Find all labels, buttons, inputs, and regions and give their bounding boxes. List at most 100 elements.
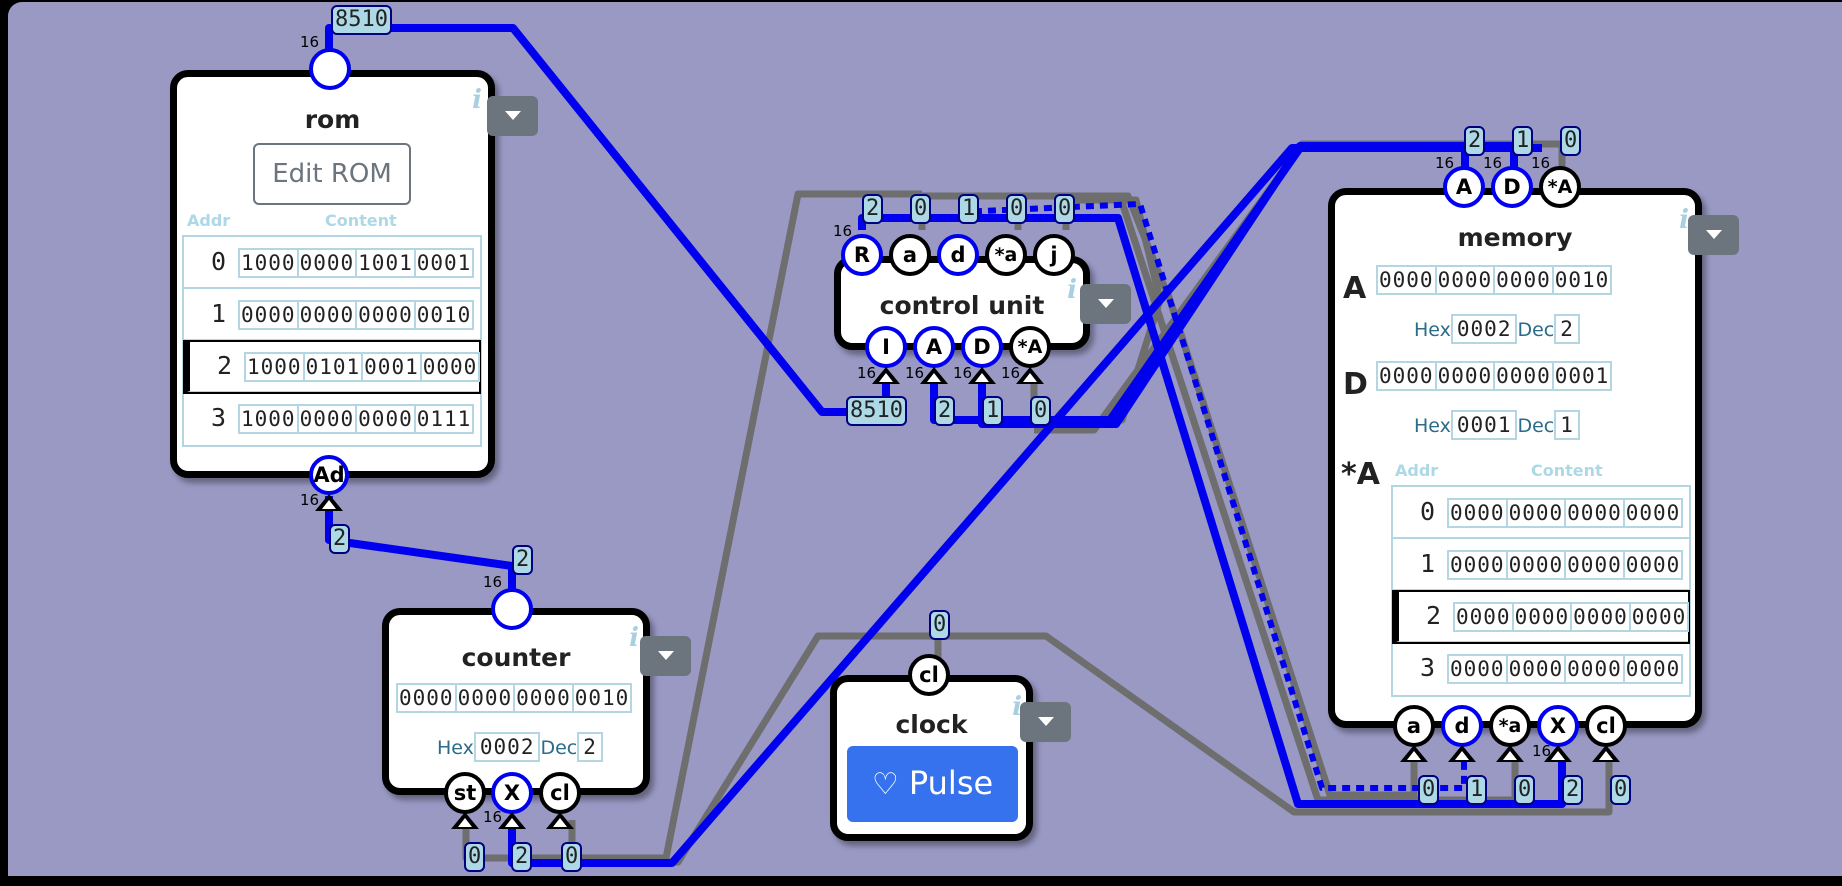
mem-a-arrow (1400, 745, 1428, 762)
dec-label: Dec (540, 737, 578, 759)
wire-label-cu-I: 8510 (846, 396, 907, 426)
wire-label-rom-addr: 2 (329, 524, 351, 554)
mem-out-star-A[interactable]: *A (1539, 166, 1581, 208)
cu-in-D[interactable]: D (961, 326, 1003, 368)
ram-col-addr: Addr (1395, 461, 1439, 480)
info-icon[interactable]: i (1012, 692, 1022, 722)
mem-in-cl[interactable]: cl (1585, 705, 1627, 747)
wire-label-mem-A: 2 (1464, 126, 1486, 156)
cu-in-I[interactable]: I (865, 326, 907, 368)
hex-label: Hex (437, 737, 474, 759)
mem-out-A[interactable]: A (1443, 166, 1485, 208)
mem-in-d[interactable]: d (1441, 705, 1483, 747)
counter-x-arrow (498, 812, 526, 829)
rom-col-content: Content (325, 211, 397, 230)
rom-out-port[interactable] (309, 48, 351, 90)
wire-label-rom-out: 8510 (331, 5, 392, 35)
info-icon[interactable]: i (1067, 275, 1077, 305)
memory-menu-button[interactable] (1688, 215, 1739, 255)
mem-in-X[interactable]: X (1537, 705, 1579, 747)
cu-A-arrow (920, 367, 948, 384)
counter-out-port[interactable] (491, 588, 533, 630)
wire-label-cu-a: 0 (910, 194, 932, 224)
counter-st-arrow (451, 812, 479, 829)
info-icon[interactable]: i (629, 623, 639, 653)
cu-out-R[interactable]: R (841, 234, 883, 276)
ram-label: *A (1341, 457, 1380, 492)
wire-label-counter-cl: 0 (561, 842, 583, 872)
counter-cl-port[interactable]: cl (539, 772, 581, 814)
clock-cl-port[interactable]: cl (908, 654, 950, 696)
wire-label-mem-star-a: 0 (1514, 775, 1536, 805)
memory-title: memory (1457, 223, 1573, 252)
clock-component[interactable]: clock i ♡ Pulse (830, 675, 1033, 841)
wire-label-cu-R: 2 (862, 194, 884, 224)
rom-title: rom (304, 105, 361, 134)
cu-in-A[interactable]: A (913, 326, 955, 368)
wire-label-clock-cl: 0 (929, 610, 951, 640)
mem-cl-arrow (1592, 745, 1620, 762)
wire-label-cu-j: 0 (1054, 194, 1076, 224)
reg-D-label: D (1343, 367, 1368, 402)
cu-out-a[interactable]: a (889, 234, 931, 276)
rom-addr-port[interactable]: Ad (309, 455, 349, 495)
heart-icon: ♡ (871, 767, 899, 802)
rom-row-addr: 1 (210, 299, 226, 328)
cu-out-star-a[interactable]: *a (985, 234, 1027, 276)
control-unit-menu-button[interactable] (1080, 284, 1131, 324)
mem-in-a[interactable]: a (1393, 705, 1435, 747)
counter-menu-button[interactable] (640, 636, 691, 676)
info-icon[interactable]: i (472, 85, 482, 115)
mem-star-a-arrow (1496, 745, 1524, 762)
edit-rom-button[interactable]: Edit ROM (253, 143, 411, 205)
pulse-button[interactable]: ♡ Pulse (847, 746, 1018, 822)
mem-X-arrow (1544, 745, 1572, 762)
wire-label-cu-star-A: 0 (1030, 396, 1052, 426)
wire-label-cu-d: 1 (958, 194, 980, 224)
wire-label-mem-d: 1 (1466, 775, 1488, 805)
wire-label-mem-a: 0 (1418, 775, 1440, 805)
mem-d-arrow (1448, 745, 1476, 762)
cu-out-d[interactable]: d (937, 234, 979, 276)
mem-out-D[interactable]: D (1491, 166, 1533, 208)
counter-x-port[interactable]: X (491, 772, 533, 814)
wire-label-cu-D: 1 (982, 396, 1004, 426)
reg-A-label: A (1343, 271, 1367, 306)
cu-out-j[interactable]: j (1033, 234, 1075, 276)
rom-col-addr: Addr (187, 211, 231, 230)
mem-in-star-a[interactable]: *a (1489, 705, 1531, 747)
wire-label-counter-st: 0 (464, 842, 486, 872)
wire-label-cu-A: 2 (934, 396, 956, 426)
counter-st-port[interactable]: st (444, 772, 486, 814)
rom-menu-button[interactable] (487, 96, 538, 136)
info-icon[interactable]: i (1679, 205, 1689, 235)
clock-menu-button[interactable] (1020, 702, 1071, 742)
pulse-label: Pulse (908, 764, 994, 802)
dec-value: 2 (577, 732, 603, 762)
wire-label-mem-cl: 0 (1610, 775, 1632, 805)
cu-in-star-A[interactable]: *A (1009, 326, 1051, 368)
rom-row-addr: 3 (210, 403, 226, 432)
ram-col-content: Content (1531, 461, 1603, 480)
